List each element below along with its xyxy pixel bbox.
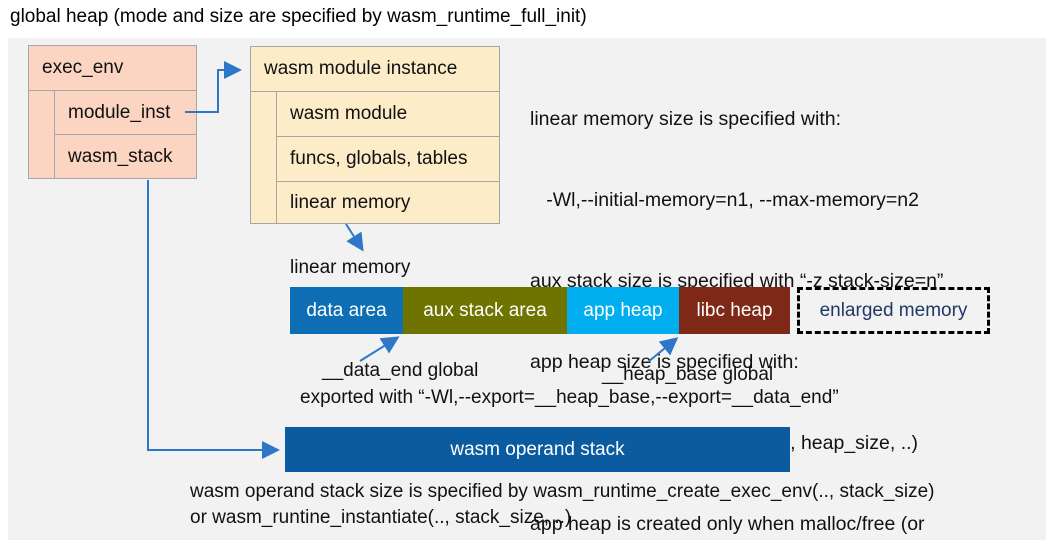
instance-wasm-module: wasm module [276,92,499,137]
data-end-caption: __data_end global [322,360,479,381]
segment-data-area: data area [290,287,403,334]
operand-caption-line: or wasm_runtine_instantiate(.., stack_si… [190,507,572,528]
linear-memory-bar: data area aux stack area app heap libc h… [290,287,990,334]
note-line: aux stack size is specified with “-z sta… [530,270,944,292]
segment-app-heap: app heap [567,287,679,334]
linear-memory-label: linear memory [290,257,411,278]
note-line: app heap is created only when malloc/fre… [530,513,925,535]
segment-aux-stack-area: aux stack area [403,287,567,334]
wasm-module-instance-box: wasm module instance wasm module funcs, … [250,46,500,224]
instance-linear-memory: linear memory [276,182,499,224]
note-line: app heap size is specified with: [530,351,799,373]
wasm-operand-stack-bar: wasm operand stack [285,427,790,472]
exec-env-module-inst: module_inst [54,91,196,135]
export-caption: exported with “-Wl,--export=__heap_base,… [300,387,839,408]
instance-funcs-globals-tables: funcs, globals, tables [276,137,499,182]
exec-env-wasm-stack: wasm_stack [54,135,196,178]
segment-libc-heap: libc heap [679,287,790,334]
operand-stack-caption: wasm operand stack size is specified by … [190,479,935,531]
exec-env-header: exec_env [29,46,196,91]
page-title: global heap (mode and size are specified… [10,6,587,27]
segment-enlarged-memory: enlarged memory [797,287,990,334]
note-line: -Wl,--initial-memory=n1, --max-memory=n2 [530,189,919,211]
note-line: linear memory size is specified with: [530,108,842,130]
operand-caption-line: wasm operand stack size is specified by … [190,481,935,502]
exec-env-box: exec_env module_inst wasm_stack [28,45,197,179]
heap-base-caption: __heap_base global [602,364,774,385]
wasm-module-instance-header: wasm module instance [251,47,499,92]
